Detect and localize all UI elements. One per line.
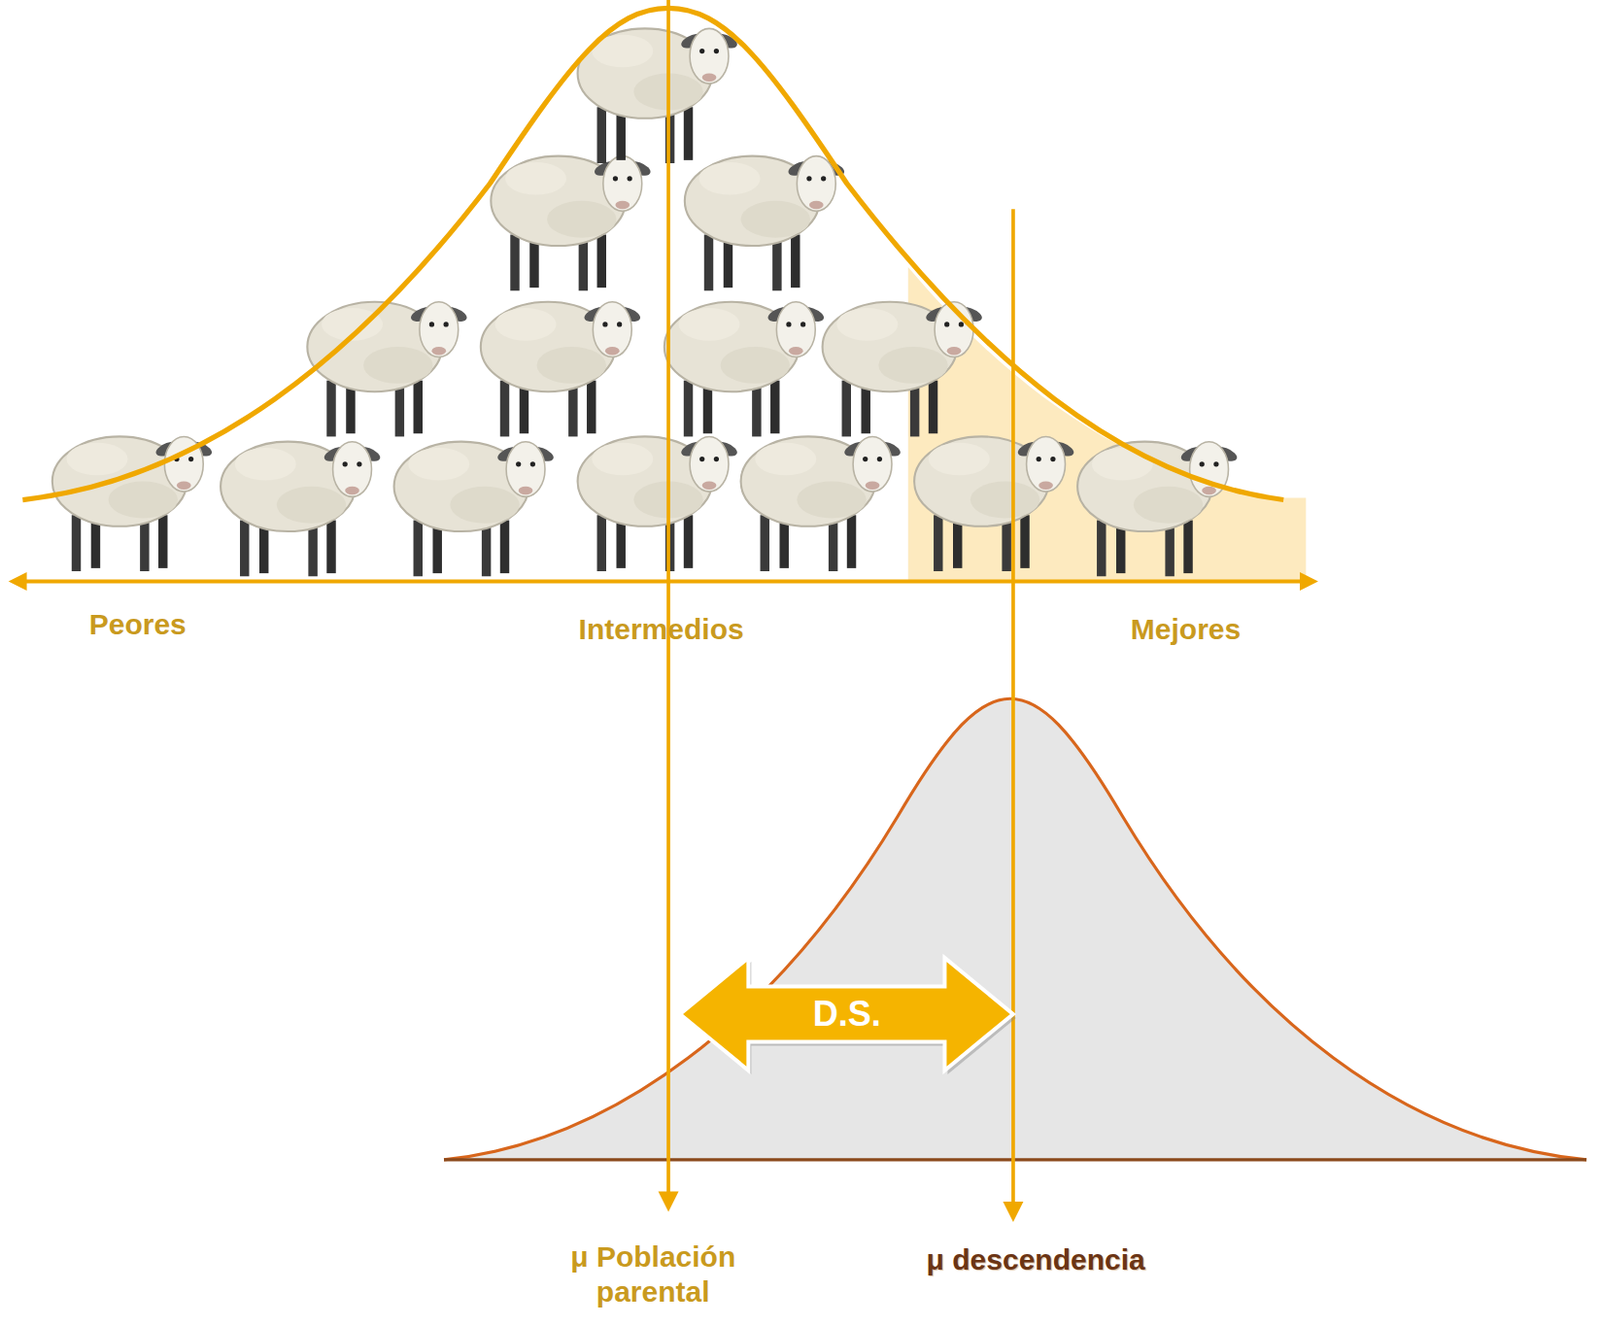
mean-label: μ descendencia: [862, 1242, 1210, 1278]
mean-label: μ Población parental: [535, 1239, 771, 1310]
axis-label: Intermedios: [528, 612, 794, 647]
axis-label: Mejores: [1084, 612, 1289, 647]
double-arrow: D.S.: [676, 953, 1018, 1075]
node-text: D.S.: [813, 993, 882, 1035]
axis-label: Peores: [35, 607, 240, 643]
